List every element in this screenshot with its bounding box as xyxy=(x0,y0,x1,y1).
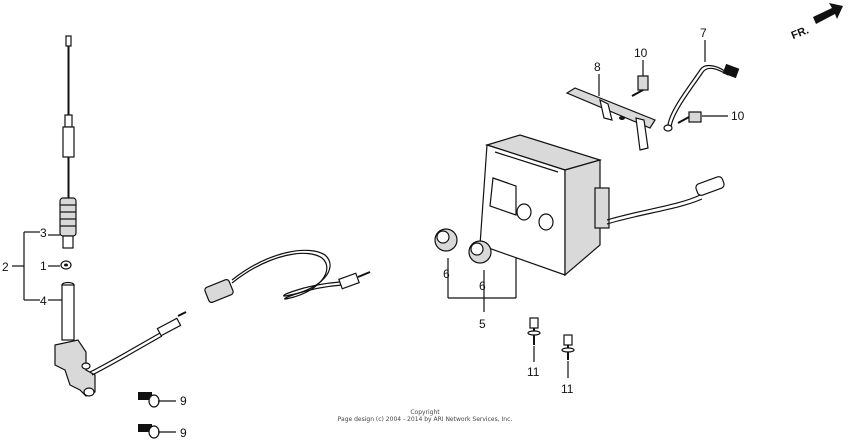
copyright-line-1: Copyright xyxy=(410,409,440,416)
screw-9-upper[interactable] xyxy=(138,392,176,408)
callout-2: 2 xyxy=(2,260,9,274)
antenna-mount-bracket[interactable] xyxy=(54,339,96,397)
antenna-nut-1[interactable] xyxy=(60,260,72,270)
screw-9-lower[interactable] xyxy=(138,424,176,439)
callout-11-left: 11 xyxy=(527,365,540,379)
ground-strap-7[interactable] xyxy=(663,63,740,132)
callout-8: 8 xyxy=(594,60,601,74)
screw-11-left[interactable] xyxy=(527,317,541,345)
antenna-base-3[interactable] xyxy=(59,197,77,249)
knob-6-right[interactable] xyxy=(468,240,492,264)
callout-7: 7 xyxy=(700,26,707,40)
copyright-line-2: Page design (c) 2004 - 2014 by ARI Netwo… xyxy=(337,416,513,423)
screw-11-right[interactable] xyxy=(561,334,575,360)
control-unit-5[interactable] xyxy=(479,134,610,277)
callout-9-lower: 9 xyxy=(180,426,187,440)
knob-6-left[interactable] xyxy=(434,228,458,252)
callout-5: 5 xyxy=(479,317,486,331)
callout-3: 3 xyxy=(40,226,47,240)
callout-6-left: 6 xyxy=(443,267,450,281)
callout-1: 1 xyxy=(40,259,47,273)
antenna-mast[interactable] xyxy=(62,35,75,198)
callout-9-upper: 9 xyxy=(180,394,187,408)
callout-10-right: 10 xyxy=(731,109,745,123)
antenna-sleeve-4[interactable] xyxy=(61,281,75,341)
bolt-10-upper[interactable] xyxy=(631,75,649,97)
callout-6-right: 6 xyxy=(479,279,486,293)
mounting-bracket-8[interactable] xyxy=(565,87,656,151)
callout-4: 4 xyxy=(40,294,47,308)
unit-output-cable xyxy=(606,176,725,225)
antenna-lead-cable xyxy=(89,311,187,376)
bolt-10-right[interactable] xyxy=(677,111,702,124)
callout-10-upper: 10 xyxy=(634,46,648,60)
callout-11-right: 11 xyxy=(561,382,574,396)
extension-cable[interactable] xyxy=(204,249,371,303)
direction-label: FR. xyxy=(790,24,811,42)
front-direction-arrow: FR. xyxy=(790,3,843,42)
leader-lines xyxy=(12,40,728,378)
